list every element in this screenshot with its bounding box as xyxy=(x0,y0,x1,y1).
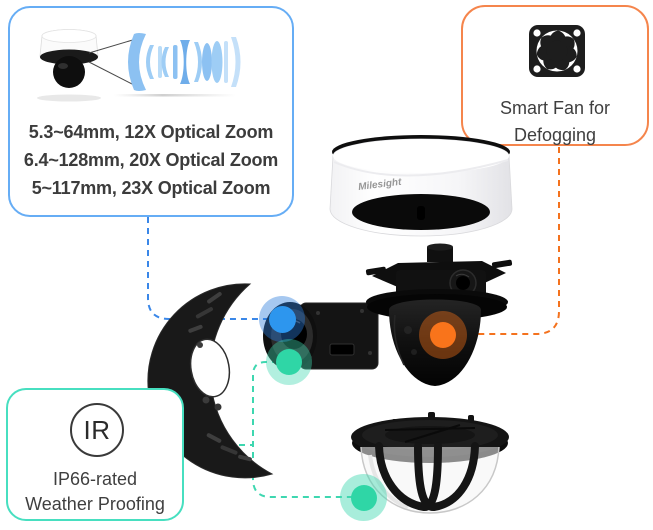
feature-marker-orange xyxy=(419,311,467,359)
brand-logo-text: Milesight xyxy=(358,177,403,193)
smart-fan-card: Smart Fan for Defogging xyxy=(461,5,649,146)
teal-connector-line xyxy=(252,361,362,498)
feature-marker-blue-core xyxy=(268,305,296,333)
smart-fan-label: Smart Fan for Defogging xyxy=(499,98,611,145)
lens-elements-icon xyxy=(128,33,241,91)
weather-proofing-label: IP66-rated Weather Proofing xyxy=(25,469,165,514)
top-cover-part: Milesight xyxy=(329,135,513,237)
feature-marker-teal-dome-core xyxy=(350,484,377,511)
weather-proofing-card: IR IP66-rated Weather Proofing xyxy=(6,388,184,521)
optical-zoom-specs: 5.3~64mm, 12X Optical Zoom 6.4~128mm, 20… xyxy=(10,118,292,202)
dome-cover-part xyxy=(351,412,509,514)
ir-icon: IR xyxy=(70,403,124,457)
fan-icon xyxy=(528,24,586,83)
projection-cone-lines xyxy=(88,38,137,87)
zoom-spec-line-2: 6.4~128mm, 20X Optical Zoom xyxy=(23,150,279,170)
feature-marker-teal-lens xyxy=(266,339,312,385)
feature-marker-blue xyxy=(259,296,305,342)
zoom-spec-line-1: 5.3~64mm, 12X Optical Zoom xyxy=(28,122,274,142)
orange-connector-line xyxy=(444,147,560,335)
optical-zoom-card: 5.3~64mm, 12X Optical Zoom 6.4~128mm, 20… xyxy=(8,6,294,217)
zoom-spec-line-3: 5~117mm, 23X Optical Zoom xyxy=(31,178,271,198)
blue-connector-line xyxy=(147,217,281,320)
feature-marker-teal-lens-core xyxy=(276,349,302,375)
ptz-gimbal-part xyxy=(365,243,513,386)
ir-icon-label: IR xyxy=(83,414,111,445)
feature-marker-orange-core xyxy=(430,322,456,348)
ptz-camera-lens-illustration xyxy=(37,29,241,102)
feature-marker-teal-dome xyxy=(340,474,387,521)
mini-ptz-camera-icon xyxy=(37,29,101,102)
